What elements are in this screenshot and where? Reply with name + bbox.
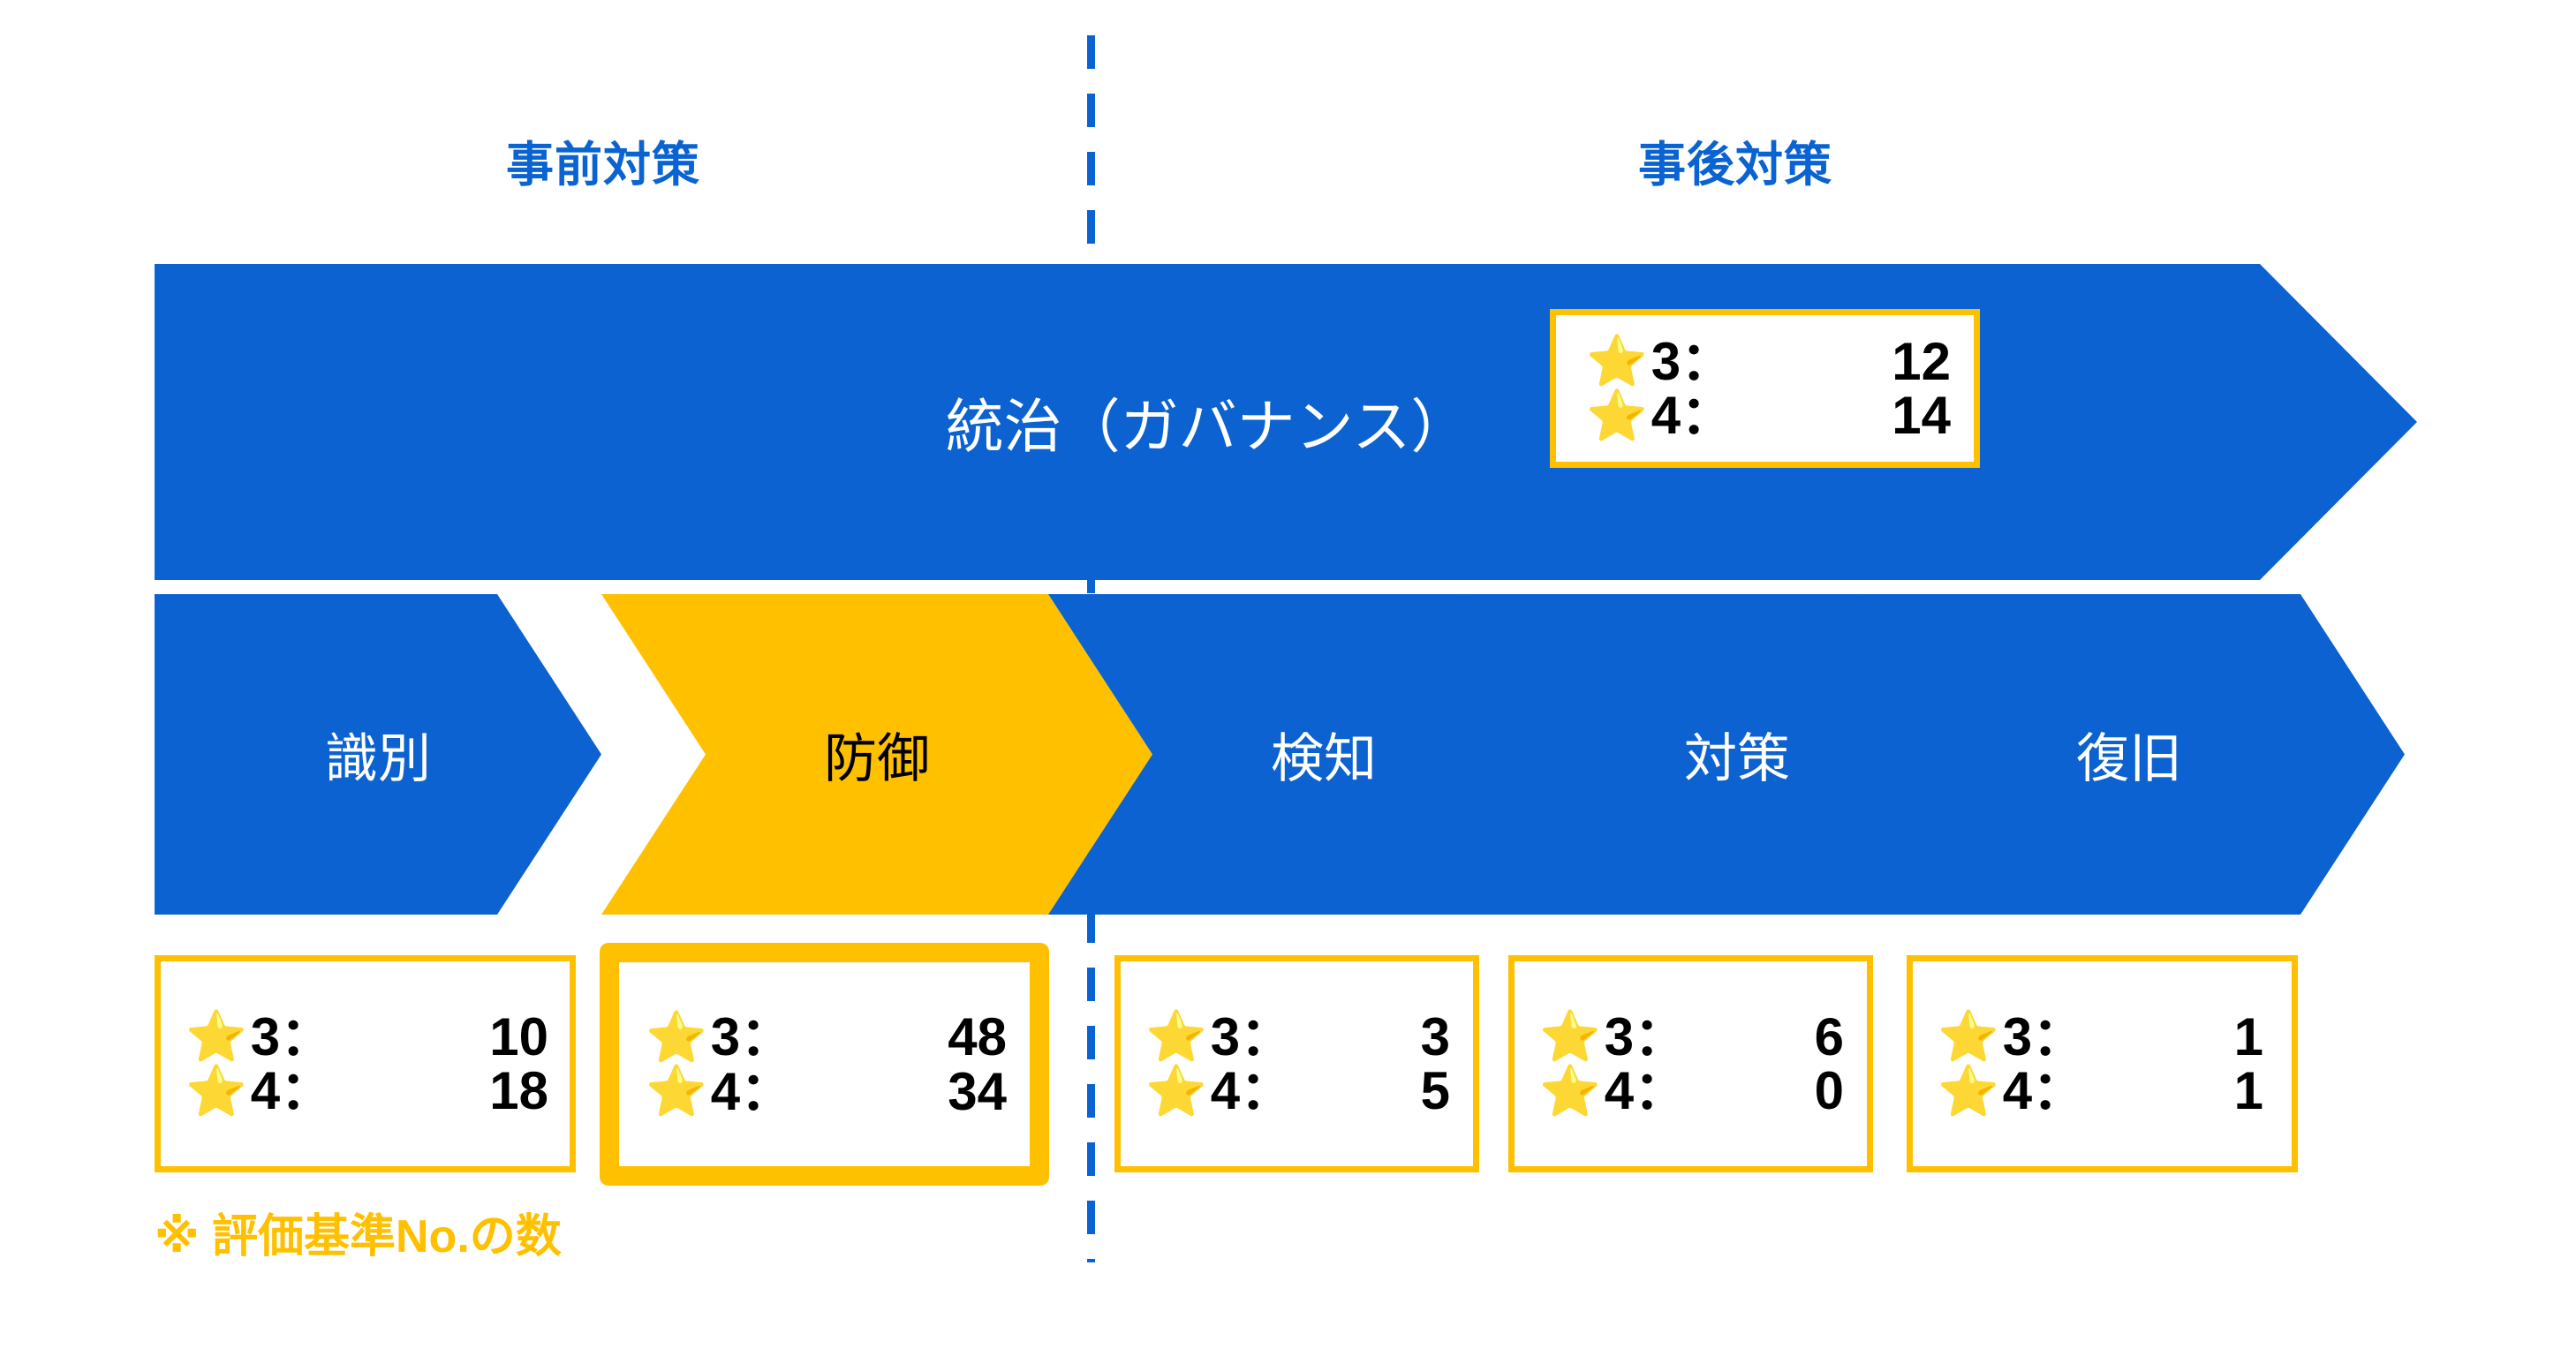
stat-row: ⭐ 3： 48 [646, 1010, 1007, 1064]
stat-box-recover: ⭐ 3： 1 ⭐ 4： 1 [1907, 955, 2298, 1172]
stat-value: 1 [2233, 1061, 2263, 1120]
star-icon: ⭐ [646, 1008, 707, 1065]
stat-row: ⭐ 3： 12 [1586, 335, 1951, 388]
group-label-post-incident: 事後対策 [1638, 139, 1832, 192]
star-icon: ⭐ [1145, 1062, 1207, 1119]
stat-value: 10 [489, 1006, 548, 1066]
footnote: ※ 評価基準No.の数 [155, 1211, 562, 1262]
phase-label: 防御 [824, 729, 930, 788]
stat-value: 18 [489, 1061, 548, 1120]
stat-box-respond: ⭐ 3： 6 ⭐ 4： 0 [1508, 955, 1873, 1172]
star-icon: ⭐ [1539, 1062, 1601, 1119]
stat-value: 0 [1814, 1061, 1844, 1120]
stat-value: 1 [2233, 1006, 2263, 1066]
stat-key: 4： [710, 1061, 794, 1121]
stat-value: 5 [1420, 1061, 1450, 1120]
stat-key: 3： [2002, 1006, 2086, 1066]
phase-label: 復旧 [2076, 729, 2182, 788]
star-icon: ⭐ [185, 1008, 247, 1065]
stat-box-detect: ⭐ 3： 3 ⭐ 4： 5 [1114, 955, 1479, 1172]
stat-row: ⭐ 4： 34 [646, 1061, 1007, 1121]
phase-label: 対策 [1684, 729, 1790, 788]
star-icon: ⭐ [1586, 333, 1648, 389]
group-label-pre-incident: 事前対策 [506, 139, 700, 192]
governance-label: 統治（ガバナンス） [945, 394, 1469, 459]
stat-key: 4： [250, 1061, 334, 1120]
star-icon: ⭐ [1938, 1062, 1999, 1119]
stat-row: ⭐ 4： 5 [1145, 1064, 1450, 1118]
star-icon: ⭐ [185, 1062, 247, 1119]
stat-value: 14 [1892, 386, 1951, 445]
stat-value: 48 [948, 1007, 1007, 1067]
stat-row: ⭐ 3： 6 [1539, 1010, 1844, 1064]
stat-value: 12 [1892, 331, 1951, 391]
phase-arrow-identify[interactable]: 識別 [155, 594, 601, 915]
stat-box-protect: ⭐ 3： 48 ⭐ 4： 34 [600, 943, 1049, 1186]
stat-row: ⭐ 4： 14 [1586, 388, 1951, 442]
stat-key: 3： [710, 1007, 794, 1067]
stat-row: ⭐ 3： 10 [185, 1010, 548, 1064]
stat-value: 3 [1420, 1006, 1450, 1066]
stat-row: ⭐ 3： 1 [1938, 1010, 2263, 1064]
governance-label-wrapper: 統治（ガバナンス） [155, 264, 2260, 580]
stat-value: 34 [948, 1061, 1007, 1121]
star-icon: ⭐ [1586, 387, 1648, 443]
star-icon: ⭐ [646, 1063, 707, 1119]
stat-key: 3： [250, 1006, 334, 1066]
stat-key: 4： [1210, 1061, 1294, 1120]
stat-row: ⭐ 4： 0 [1539, 1064, 1844, 1118]
phase-label: 識別 [325, 729, 431, 788]
phase-label: 検知 [1271, 729, 1377, 788]
stat-key: 4： [2002, 1061, 2086, 1120]
stat-key: 4： [1604, 1061, 1688, 1120]
stat-box-identify: ⭐ 3： 10 ⭐ 4： 18 [155, 955, 576, 1172]
stat-value: 6 [1814, 1006, 1844, 1066]
stat-row: ⭐ 4： 1 [1938, 1064, 2263, 1118]
governance-stat-box: ⭐ 3： 12 ⭐ 4： 14 [1550, 309, 1980, 468]
star-icon: ⭐ [1145, 1008, 1207, 1065]
stat-key: 3： [1604, 1006, 1688, 1066]
governance-arrow[interactable] [155, 264, 2417, 580]
star-icon: ⭐ [1938, 1008, 1999, 1065]
star-icon: ⭐ [1539, 1008, 1601, 1065]
stat-key: 3： [1210, 1006, 1294, 1066]
stat-row: ⭐ 3： 3 [1145, 1010, 1450, 1064]
stat-row: ⭐ 4： 18 [185, 1064, 548, 1118]
phase-arrow-protect[interactable]: 防御 [601, 594, 1152, 915]
stat-key: 3： [1651, 331, 1734, 391]
stat-key: 4： [1651, 386, 1734, 445]
